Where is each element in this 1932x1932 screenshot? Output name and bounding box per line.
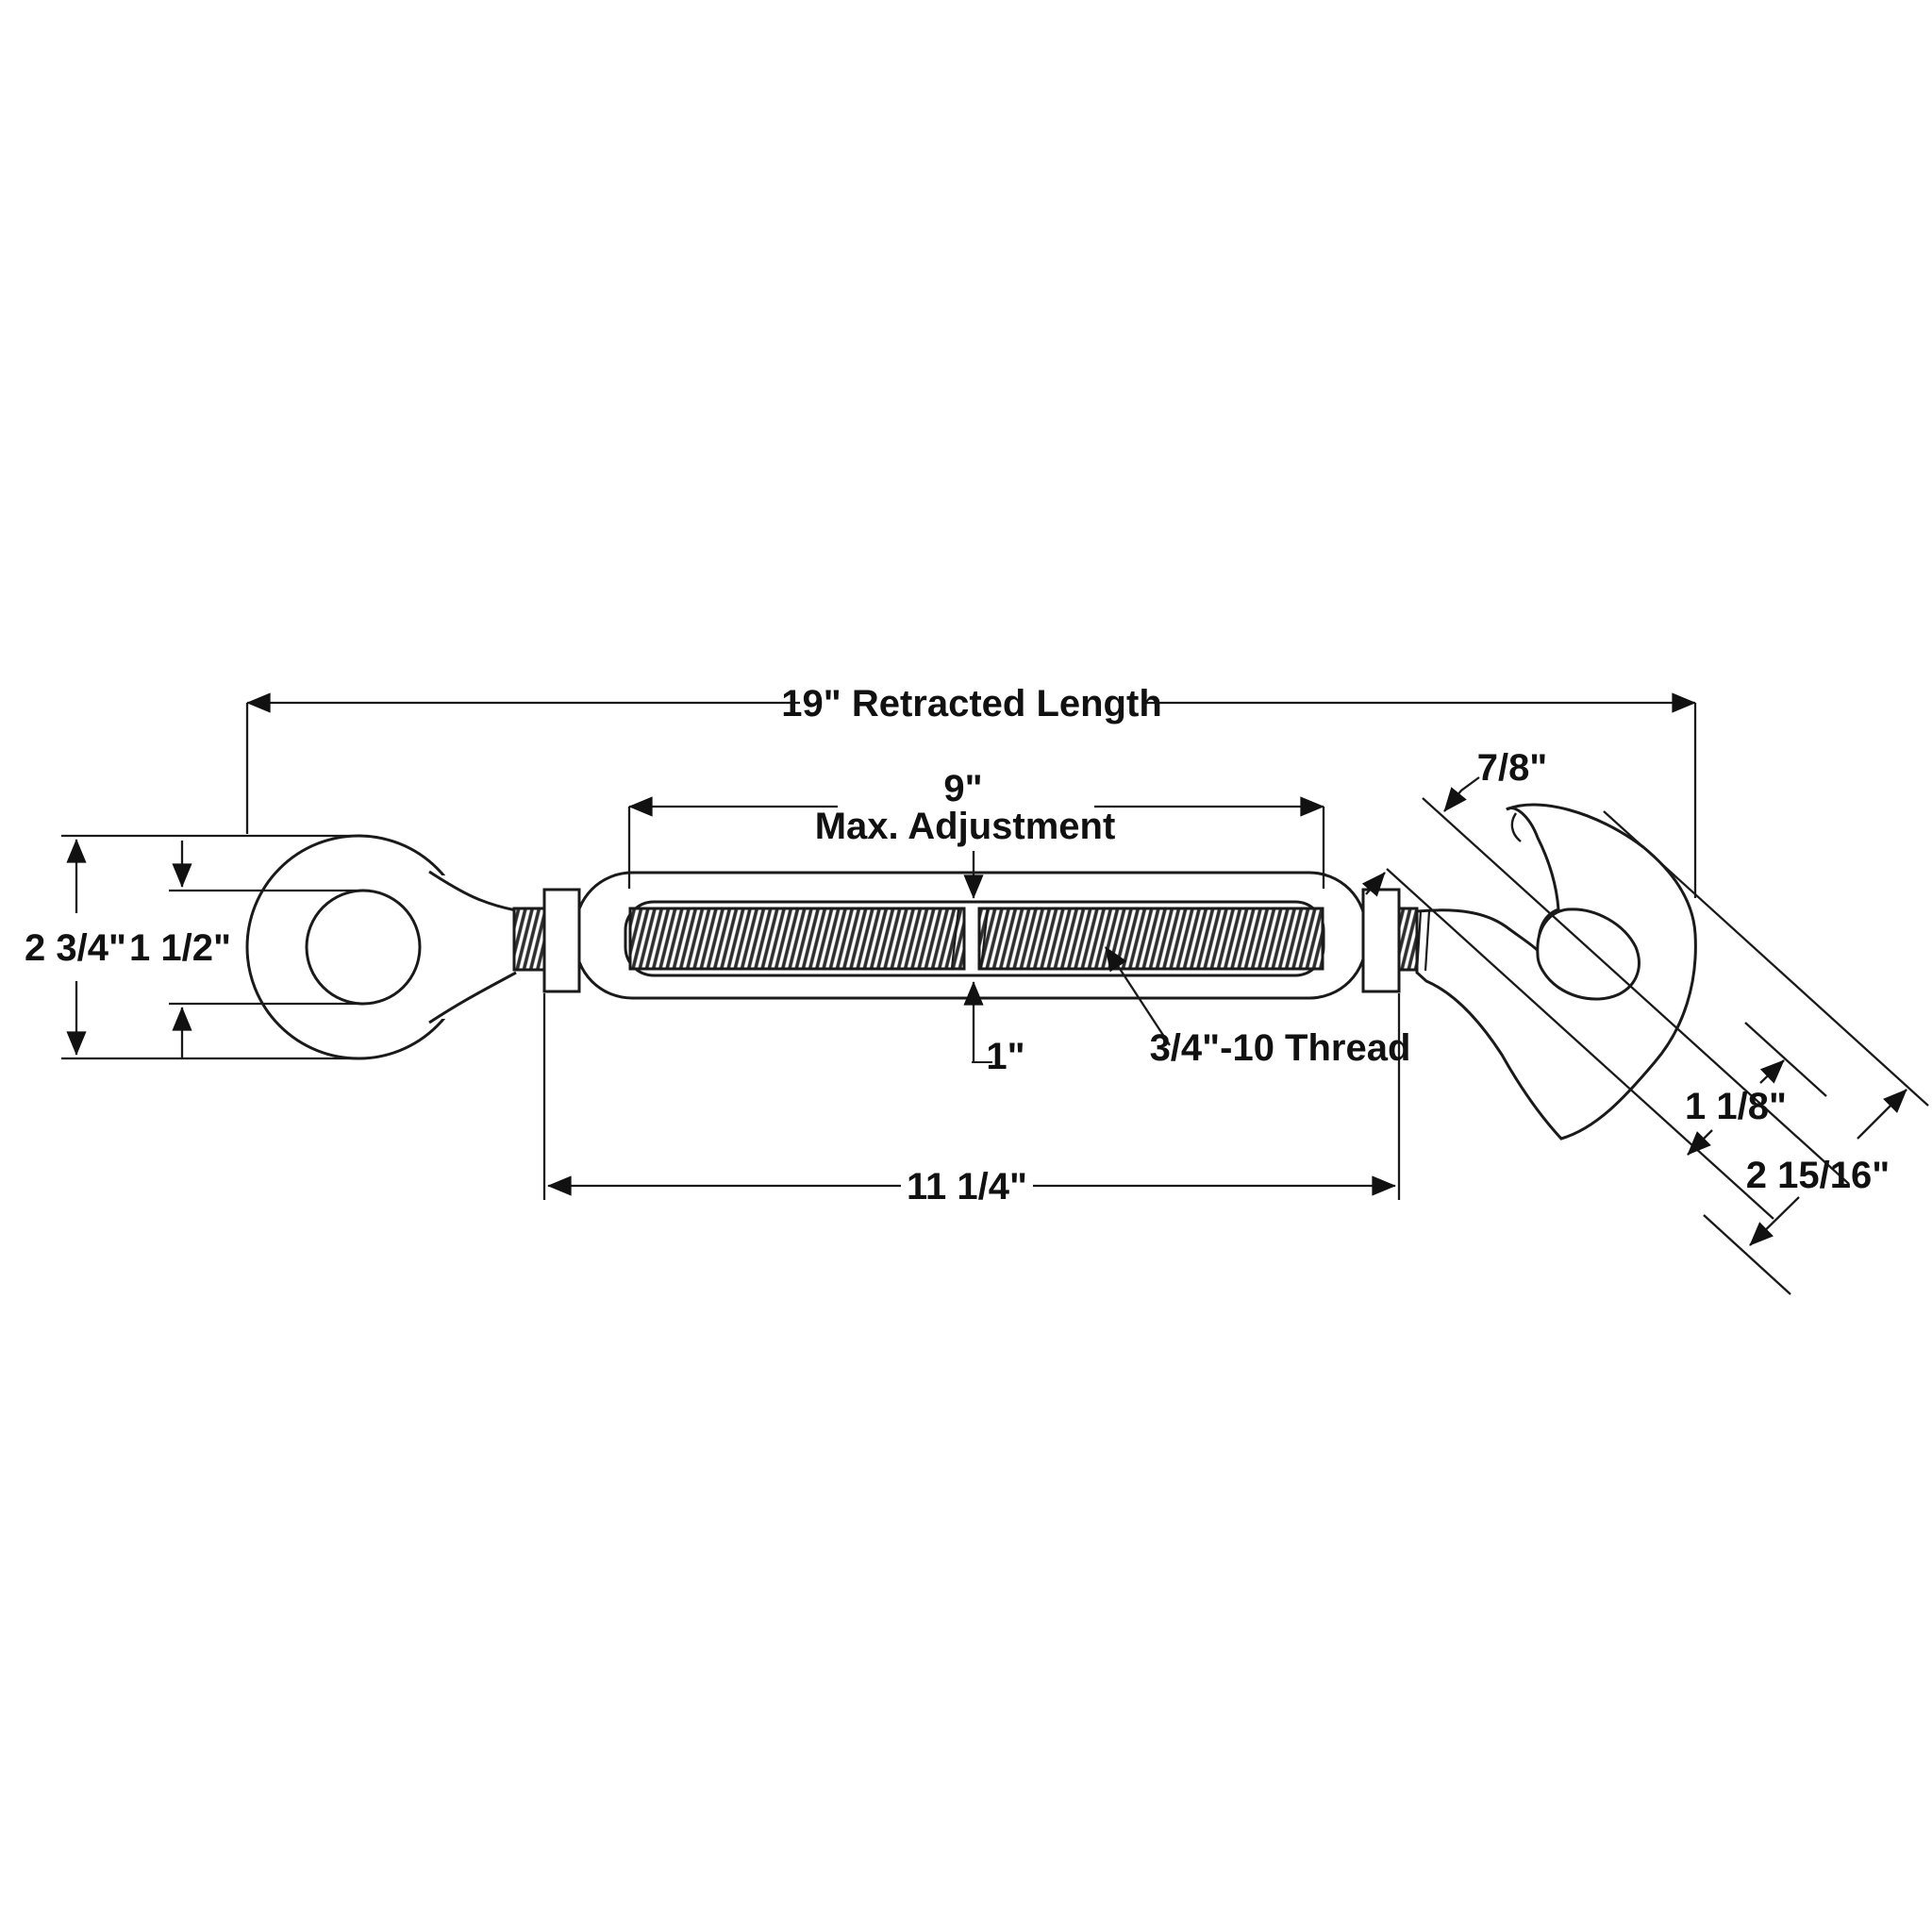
thread-runout-left (950, 908, 960, 969)
arrow-78-lower (1361, 872, 1386, 897)
dim-line-21516-upper (1857, 1089, 1907, 1140)
dim-hook-opening (1361, 776, 1480, 897)
label-body-length: 11 1/4" (907, 1166, 1027, 1208)
label-retracted-length: 19" Retracted Length (781, 683, 1162, 724)
ref-stub-section-upper (1744, 1022, 1827, 1097)
dimension-lines (61, 692, 1929, 1295)
dim-retracted-length (245, 692, 1697, 898)
eye-inner-hole (305, 889, 422, 1006)
dim-hook-width (1749, 1089, 1907, 1246)
eye-neck-bottom-fillet (428, 971, 517, 1024)
dim-line-21516-lower (1749, 1196, 1800, 1246)
shank-runout-2 (1424, 910, 1431, 972)
hook-tip-detail (1510, 812, 1522, 842)
dim-hook-section (1687, 1059, 1785, 1156)
ref-stub-width-lower (1703, 1214, 1791, 1295)
dim-line-118-lower (1687, 1129, 1713, 1156)
dim-opening-height (963, 981, 992, 1063)
dim-max-adjustment (627, 796, 1325, 899)
eye-thread-stub (512, 907, 546, 972)
dim-eye-outer (61, 834, 357, 1060)
ref-line-throat-far (1422, 797, 1850, 1185)
dim-line-118-upper (1759, 1059, 1785, 1084)
left-threaded-rod (628, 907, 966, 971)
hook-bowl-opening (1536, 908, 1641, 1001)
thread-runout-right (979, 908, 990, 969)
label-eye-inner: 1 1/2" (129, 927, 231, 969)
right-threaded-rod (977, 907, 1324, 971)
dimension-labels: 19" Retracted Length 9" Max. Adjustment … (25, 683, 1890, 1208)
leader-thread-spec (1105, 946, 1171, 1046)
eye-shank-join-mask (430, 875, 474, 1019)
hook-thread-stub (1397, 907, 1419, 972)
eye-neck-top-fillet (428, 870, 517, 912)
hook-reference-lines (1386, 797, 1929, 1295)
label-max-adjustment: Max. Adjustment (815, 806, 1116, 847)
label-eye-outer: 2 3/4" (25, 927, 126, 969)
label-hook-opening: 7/8" (1477, 747, 1548, 789)
ref-line-throat-near (1386, 868, 1774, 1220)
dim-eye-inner (169, 841, 361, 1058)
label-max-adjustment-value: 9" (943, 768, 982, 809)
threaded-rods (628, 907, 1324, 971)
ref-line-hook-outer (1603, 810, 1929, 1107)
left-jam-nut (542, 888, 581, 993)
shank-runout-1 (1415, 910, 1423, 973)
label-opening-height: 1" (986, 1036, 1024, 1077)
label-hook-width: 2 15/16" (1746, 1155, 1890, 1196)
dim-body-length (542, 993, 1401, 1200)
label-thread-spec: 3/4"-10 Thread (1150, 1027, 1411, 1069)
leader-78 (1443, 776, 1480, 812)
right-jam-nut (1361, 888, 1401, 993)
label-hook-section: 1 1/8" (1685, 1086, 1787, 1127)
